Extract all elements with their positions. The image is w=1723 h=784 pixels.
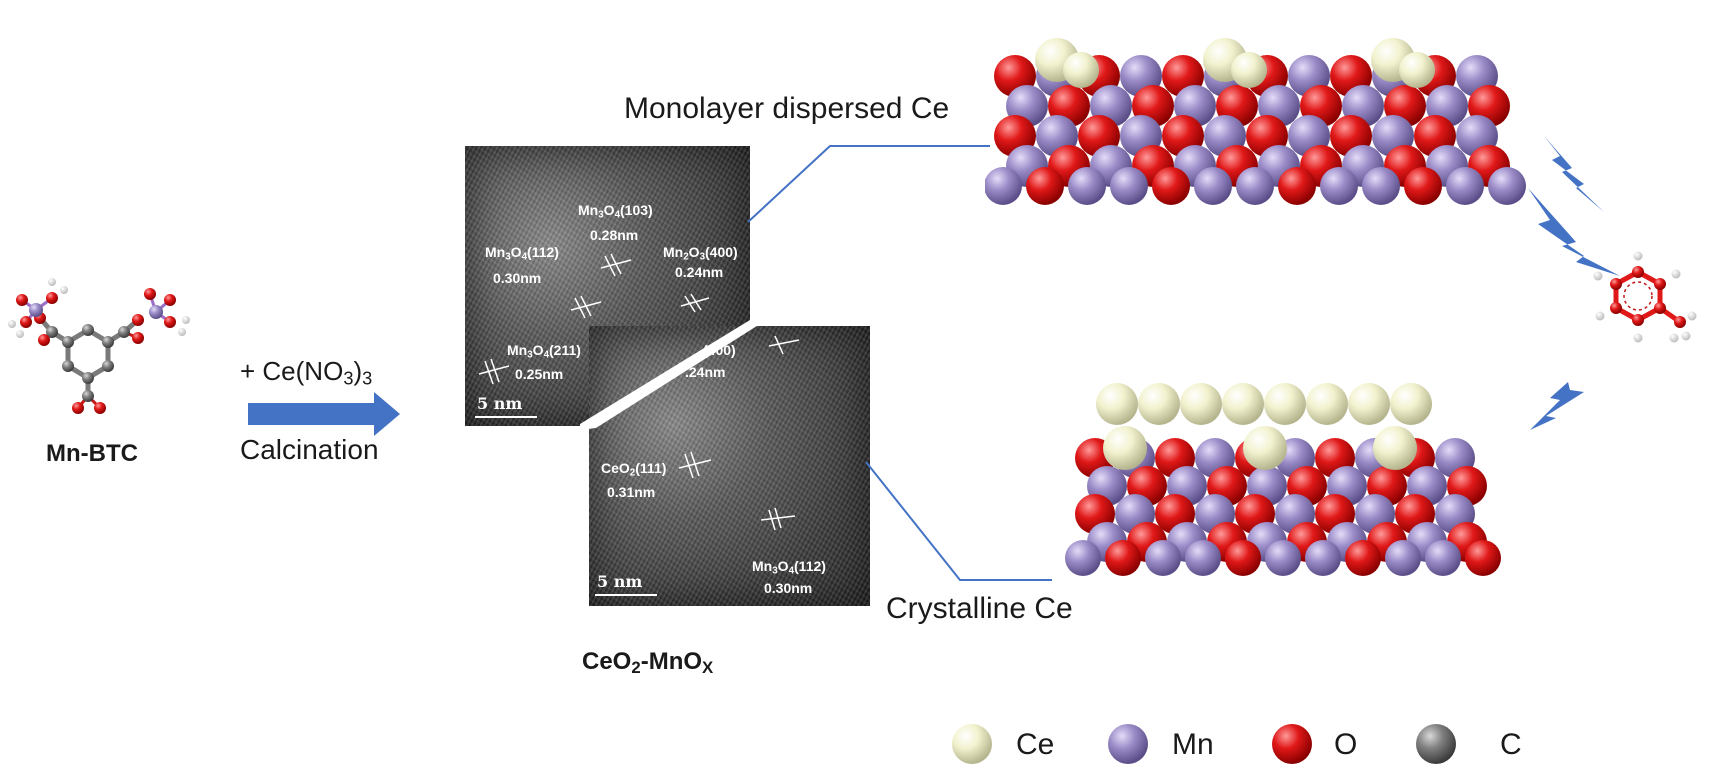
- bottom-atom: [1385, 540, 1421, 576]
- bottom-atom: [1225, 540, 1261, 576]
- ce-atom: [1222, 383, 1264, 425]
- tem-annotation-value: 0.31nm: [607, 484, 656, 500]
- tem-annotation-value: 0.24nm: [675, 264, 724, 280]
- scale-bar: [475, 416, 537, 418]
- bottom-atom: [1362, 167, 1400, 205]
- legend-mn-label: Mn: [1172, 728, 1214, 761]
- calcination-label: Calcination: [240, 434, 379, 465]
- bottom-atom: [1278, 167, 1316, 205]
- legend-o-label: O: [1334, 728, 1358, 761]
- monolayer-ce-structure: [985, 38, 1526, 205]
- bottom-atom: [1065, 540, 1101, 576]
- legend-c-swatch: [1416, 724, 1456, 764]
- bolt-icon: [1530, 382, 1584, 430]
- tem-annotation: Mn3O4(103): [578, 202, 653, 221]
- legend: Ce Mn O C: [950, 720, 1570, 770]
- ce-atom: [1399, 52, 1435, 88]
- crystalline-label: Crystalline Ce: [886, 592, 1073, 625]
- legend-mn-swatch: [1108, 724, 1148, 764]
- legend-ce-swatch: [952, 724, 992, 764]
- tem-annotation: Mn3O4(211): [507, 342, 581, 361]
- ce-atom: [1348, 383, 1390, 425]
- scale-bar-label: 5 nm: [477, 394, 523, 413]
- bottom-atom: [1194, 167, 1232, 205]
- toluene-molecule: [1593, 251, 1697, 343]
- bottom-atom: [1425, 540, 1461, 576]
- bottom-atom: [1488, 167, 1526, 205]
- reaction-bolts: [1528, 136, 1620, 430]
- bottom-atom: [1152, 167, 1190, 205]
- ce-atom: [1096, 383, 1138, 425]
- ce-atom: [1063, 52, 1099, 88]
- bottom-atom: [1110, 167, 1148, 205]
- ce-atom: [1390, 383, 1432, 425]
- tem-image-bottom: (400) .24nm CeO2(111) 0.31nm Mn3O4(112) …: [589, 326, 870, 606]
- bottom-atom: [1026, 167, 1064, 205]
- scale-bar: [595, 594, 657, 596]
- tem-annotation-value: 0.30nm: [764, 580, 813, 596]
- bottom-atom: [1345, 540, 1381, 576]
- monolayer-label: Monolayer dispersed Ce: [624, 92, 950, 125]
- bottom-atom: [1446, 167, 1484, 205]
- tem-annotation: Mn3O4(112): [752, 558, 826, 577]
- tem-annotation: Mn2O3(400): [663, 244, 738, 263]
- bottom-atom: [1305, 540, 1341, 576]
- ce-atom: [1373, 426, 1417, 470]
- tem-annotation-value: 0.25nm: [515, 366, 564, 382]
- bottom-atom: [1404, 167, 1442, 205]
- bottom-atom: [985, 167, 1022, 205]
- mn-btc-molecule: [8, 278, 190, 414]
- ce-atom: [1306, 383, 1348, 425]
- bottom-atom: [1145, 540, 1181, 576]
- ce-atom: [1243, 426, 1287, 470]
- lattice-markers: [678, 335, 800, 531]
- scale-bar-label: 5 nm: [597, 572, 643, 591]
- legend-o-swatch: [1272, 724, 1312, 764]
- lattice-markers: [478, 253, 710, 385]
- bottom-atom: [1068, 167, 1106, 205]
- tem-annotation: Mn3O4(112): [485, 244, 559, 263]
- tem-panel-divider: [580, 320, 760, 430]
- bottom-atom: [1265, 540, 1301, 576]
- bottom-atom: [1105, 540, 1141, 576]
- ce-atom: [1264, 383, 1306, 425]
- legend-ce-label: Ce: [1016, 728, 1055, 761]
- bolt-icon: [1544, 136, 1604, 212]
- legend-c-label: C: [1500, 728, 1522, 761]
- crystalline-ce-structure: [1065, 383, 1501, 576]
- tem-annotation-value: 0.28nm: [590, 227, 639, 243]
- bottom-atom: [1185, 540, 1221, 576]
- tem-annotation-value: 0.30nm: [493, 270, 542, 286]
- product-label: CeO2-MnOX: [582, 648, 714, 678]
- bottom-atom: [1320, 167, 1358, 205]
- reaction-arrow: [248, 392, 400, 436]
- ce-atom: [1180, 383, 1222, 425]
- ce-atom: [1231, 52, 1267, 88]
- bottom-atom: [1465, 540, 1501, 576]
- reagent-label: + Ce(NO3)3: [240, 356, 373, 389]
- legend-swatches: [952, 724, 1456, 764]
- bottom-atom: [1236, 167, 1274, 205]
- tem-annotation-value: .24nm: [685, 364, 726, 380]
- mn-btc-label: Mn-BTC: [46, 440, 138, 467]
- tem-annotation: CeO2(111): [601, 460, 667, 479]
- ce-atom: [1103, 426, 1147, 470]
- ce-atom: [1138, 383, 1180, 425]
